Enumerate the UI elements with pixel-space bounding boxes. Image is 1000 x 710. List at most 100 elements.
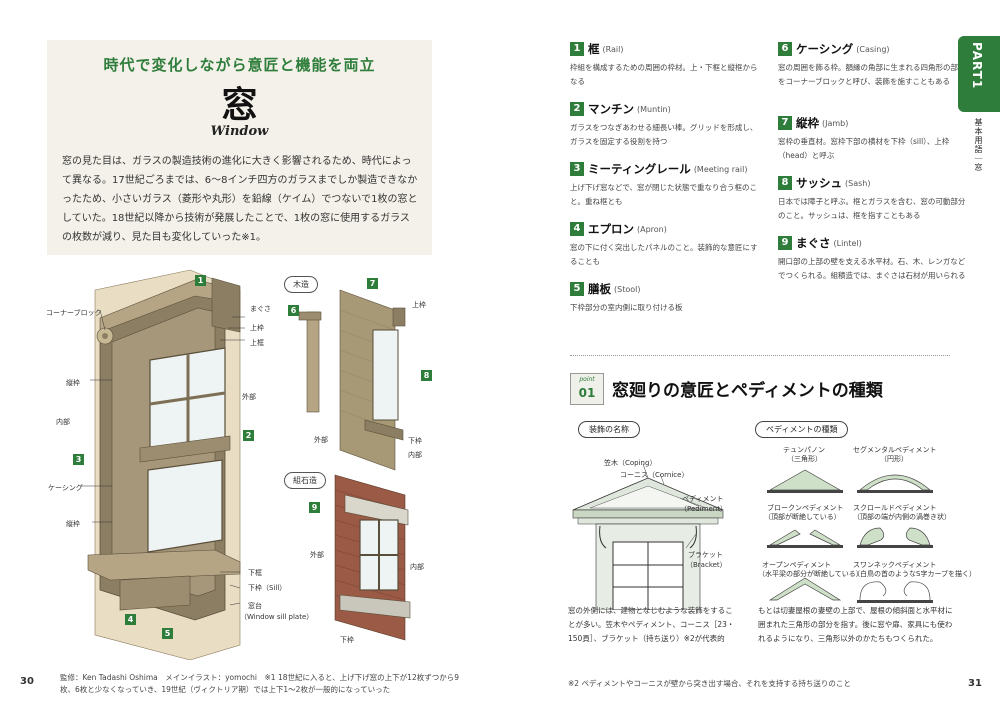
label-interior-2: 内部: [408, 451, 422, 459]
term-6: 6 ケーシング(Casing) 窓の周囲を飾る枠。額縁の角部に生まれる四角形の部分…: [778, 40, 968, 89]
page-number-left: 30: [20, 676, 34, 687]
term-en: (Casing): [856, 44, 890, 54]
term-en: (Sash): [845, 178, 871, 188]
label-bracket: ブラケット: [688, 551, 723, 559]
term-number: 7: [778, 116, 792, 130]
term-3: 3 ミーティングレール(Meeting rail) 上げ下げ窓などで、窓が閉じた状…: [570, 160, 760, 209]
term-desc: 窓枠の垂直材。窓枠下部の横材を下枠（sill）、上枠（head）と呼ぶ: [778, 137, 950, 160]
label-bottom-rail: 下框: [248, 569, 262, 577]
hero-subtitle: 時代で変化しながら意匠と機能を両立: [103, 56, 376, 74]
label-scroll: スクロールドペディメント: [853, 504, 937, 512]
term-7: 7 縦枠(Jamb) 窓枠の垂直材。窓枠下部の横材を下枠（sill）、上枠（hea…: [778, 114, 968, 163]
marker-2: 2: [243, 430, 254, 441]
term-desc: 枠組を構成するための周囲の枠材。上・下框と縦框からなる: [570, 63, 758, 86]
ornament-window-drawing: [572, 463, 724, 610]
term-en: (Meeting rail): [693, 164, 748, 174]
label-sill-3: 下枠: [340, 636, 354, 644]
term-name: まぐさ: [796, 236, 831, 250]
marker-9: 9: [309, 502, 320, 513]
term-desc: 窓の周囲を飾る枠。額縁の角部に生まれる四角形の部分をコーナーブロックと呼び、装飾…: [778, 63, 966, 86]
label-top-rail: 上框: [250, 339, 264, 347]
term-en: (Rail): [602, 44, 624, 54]
pill-wood: 木造: [284, 276, 318, 293]
term-number: 4: [570, 222, 584, 236]
label-head-2: 上枠: [412, 301, 426, 309]
label-lintel: まぐさ: [250, 305, 271, 313]
section-title: 窓廻りの意匠とペディメントの種類: [612, 381, 883, 401]
label-segmental-sub: （円形）: [880, 455, 908, 463]
chapter-label: 基本用語｜窓: [974, 118, 983, 172]
marker-5: 5: [162, 628, 173, 639]
label-tympanon-sub: （三角形）: [787, 455, 822, 463]
term-name: サッシュ: [796, 176, 842, 190]
term-desc: 上げ下げ窓などで、窓が閉じた状態で重なり合う框のこと。重ね框とも: [570, 183, 758, 206]
label-casing: ケーシング: [48, 484, 83, 492]
label-bracket-en: （Bracket）: [686, 561, 727, 569]
label-exterior: 外部: [242, 393, 256, 401]
point-badge: point 01: [570, 373, 604, 405]
part-tab: PART1: [958, 36, 1000, 112]
label-jamb-2: 縦枠: [66, 520, 80, 528]
main-window-drawing: [80, 269, 245, 660]
term-desc: 窓の下に付く突出したパネルのこと。装飾的な意匠にすることも: [570, 243, 758, 266]
page-number-right: 31: [968, 678, 982, 689]
term-number: 6: [778, 42, 792, 56]
label-head: 上枠: [250, 324, 264, 332]
term-name: 框: [588, 42, 600, 56]
label-swan-sub: （白鳥の首のようなS字カーブを描く）: [853, 570, 977, 578]
label-pediment-en: （Pediment）: [680, 505, 727, 513]
label-exterior-2: 外部: [314, 436, 328, 444]
label-scroll-sub: （頂部の端が内側の渦巻き状）: [853, 513, 951, 521]
masonry-section-drawing: [334, 474, 411, 641]
label-sill-plate-en: （Window sill plate）: [240, 613, 314, 621]
label-coping: 笠木（Coping）: [604, 459, 657, 467]
term-name: 膳板: [588, 282, 611, 296]
term-desc: 下枠部分の室内側に取り付ける板: [570, 303, 683, 312]
marker-8: 8: [421, 370, 432, 381]
pediment-types-drawing: [767, 469, 933, 603]
intro-panel: 時代で変化しながら意匠と機能を両立 窓 Window 窓の見た目は、ガラスの製造…: [47, 40, 432, 255]
pill-pediment-types: ペディメントの種類: [755, 421, 849, 438]
marker-1: 1: [195, 275, 206, 286]
label-interior-3: 内部: [410, 563, 424, 571]
window-illustration: コーナーブロック 縦枠 内部 ケーシング 縦枠 まぐさ 上枠 上框 外部 下框 …: [0, 260, 500, 660]
label-pediment: ペディメント: [682, 495, 724, 503]
term-number: 3: [570, 162, 584, 176]
term-desc: ガラスをつなぎあわせる細長い棒。グリッドを形成し、ガラスを固定する役割を持つ: [570, 123, 758, 146]
term-name: マンチン: [588, 102, 634, 116]
label-sill: 下枠（Sill）: [248, 584, 287, 592]
label-swan: スワンネックペディメント: [853, 561, 937, 569]
term-name: 縦枠: [796, 116, 819, 130]
page-title: 窓: [221, 84, 258, 126]
ornament-text: 窓の外側には、建物となじむような装飾をすることが多い。笠木やペディメント、コーニ…: [568, 606, 735, 643]
term-number: 9: [778, 236, 792, 250]
term-name: エプロン: [588, 222, 634, 236]
term-number: 1: [570, 42, 584, 56]
term-en: (Muntin): [637, 104, 671, 114]
pill-masonry: 組石造: [284, 472, 326, 489]
term-name: ケーシング: [796, 42, 854, 56]
marker-7: 7: [367, 278, 378, 289]
term-number: 8: [778, 176, 792, 190]
term-desc: 開口部の上部の壁を支える水平材。石、木、レンガなどでつくられる。組積造では、まぐ…: [778, 257, 966, 280]
label-tympanon: テュンパノン: [783, 446, 825, 454]
marker-6: 6: [288, 305, 299, 316]
label-sill-plate: 窓台: [248, 602, 262, 610]
pediment-text: もとは切妻屋根の妻壁の上部で、屋根の傾斜面と水平材に囲まれた三角形の部分を指す。…: [758, 606, 953, 643]
label-exterior-3: 外部: [310, 551, 324, 559]
right-footnote: ※2 ペディメントやコーニスが壁から突き出す場合、それを支持する持ち送りのこと: [568, 679, 851, 688]
intro-text: 窓の見た目は、ガラスの製造技術の進化に大きく影響されるため、時代によって異なる。…: [62, 156, 418, 243]
label-broken-sub: （頂部が断絶している）: [764, 513, 841, 521]
term-9: 9 まぐさ(Lintel) 開口部の上部の壁を支える水平材。石、木、レンガなどでつ…: [778, 234, 968, 283]
label-open: オープンペディメント: [762, 561, 832, 569]
section-divider: [570, 355, 950, 356]
label-broken: ブロークンペディメント: [767, 504, 844, 512]
term-name: ミーティングレール: [588, 162, 691, 176]
term-en: (Lintel): [833, 238, 862, 248]
label-cornice: コーニス（Cornice）: [620, 471, 689, 479]
term-en: (Stool): [614, 284, 641, 294]
page-title-en: Window: [210, 124, 269, 139]
term-en: (Jamb): [822, 118, 849, 128]
